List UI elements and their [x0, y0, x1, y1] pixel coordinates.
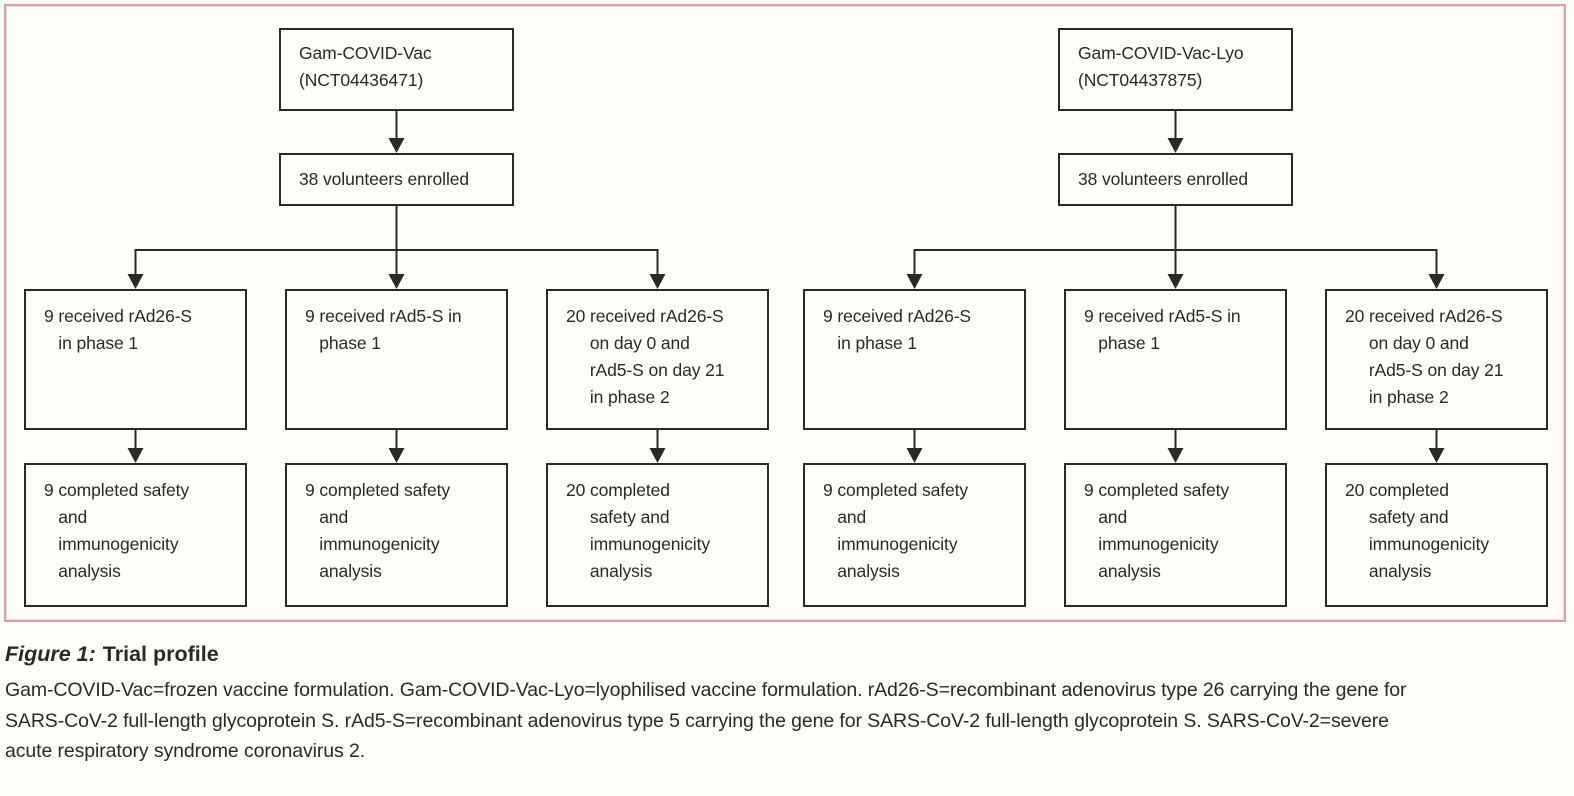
figure-caption-body: Gam-COVID-Vac=frozen vaccine formulation…: [5, 679, 1407, 762]
node-arm-rad5-lyo: 9 received rAd5-S in phase 1: [1064, 289, 1287, 430]
node-enrolled-frozen: 38 volunteers enrolled: [279, 153, 514, 206]
node-arm-rad26-frozen: 9 received rAd26-S in phase 1: [24, 289, 247, 430]
node-completed-rad5-frozen: 9 completed safety and immunogenicity an…: [285, 463, 508, 607]
trial-profile-diagram-frame: [4, 4, 1566, 622]
node-completed-prime-boost-lyo: 20 completed safety and immunogenicity a…: [1325, 463, 1548, 607]
figure-caption-heading: Figure 1:Trial profile: [5, 640, 1569, 668]
node-arm-prime-boost-frozen: 20 received rAd26-S on day 0 and rAd5-S …: [546, 289, 769, 430]
node-trial-gam-covid-vac: Gam-COVID-Vac (NCT04436471): [279, 28, 514, 111]
node-enrolled-lyo: 38 volunteers enrolled: [1058, 153, 1293, 206]
node-completed-rad26-frozen: 9 completed safety and immunogenicity an…: [24, 463, 247, 607]
node-arm-prime-boost-lyo: 20 received rAd26-S on day 0 and rAd5-S …: [1325, 289, 1548, 430]
node-arm-rad5-frozen: 9 received rAd5-S in phase 1: [285, 289, 508, 430]
node-trial-gam-covid-vac-lyo: Gam-COVID-Vac-Lyo (NCT04437875): [1058, 28, 1293, 111]
figure-caption-label: Figure 1:: [5, 642, 96, 666]
node-completed-rad5-lyo: 9 completed safety and immunogenicity an…: [1064, 463, 1287, 607]
figure-caption-title: Trial profile: [102, 642, 219, 666]
node-completed-prime-boost-frozen: 20 completed safety and immunogenicity a…: [546, 463, 769, 607]
figure-caption: Figure 1:Trial profile Gam-COVID-Vac=fro…: [5, 640, 1569, 767]
node-arm-rad26-lyo: 9 received rAd26-S in phase 1: [803, 289, 1026, 430]
node-completed-rad26-lyo: 9 completed safety and immunogenicity an…: [803, 463, 1026, 607]
